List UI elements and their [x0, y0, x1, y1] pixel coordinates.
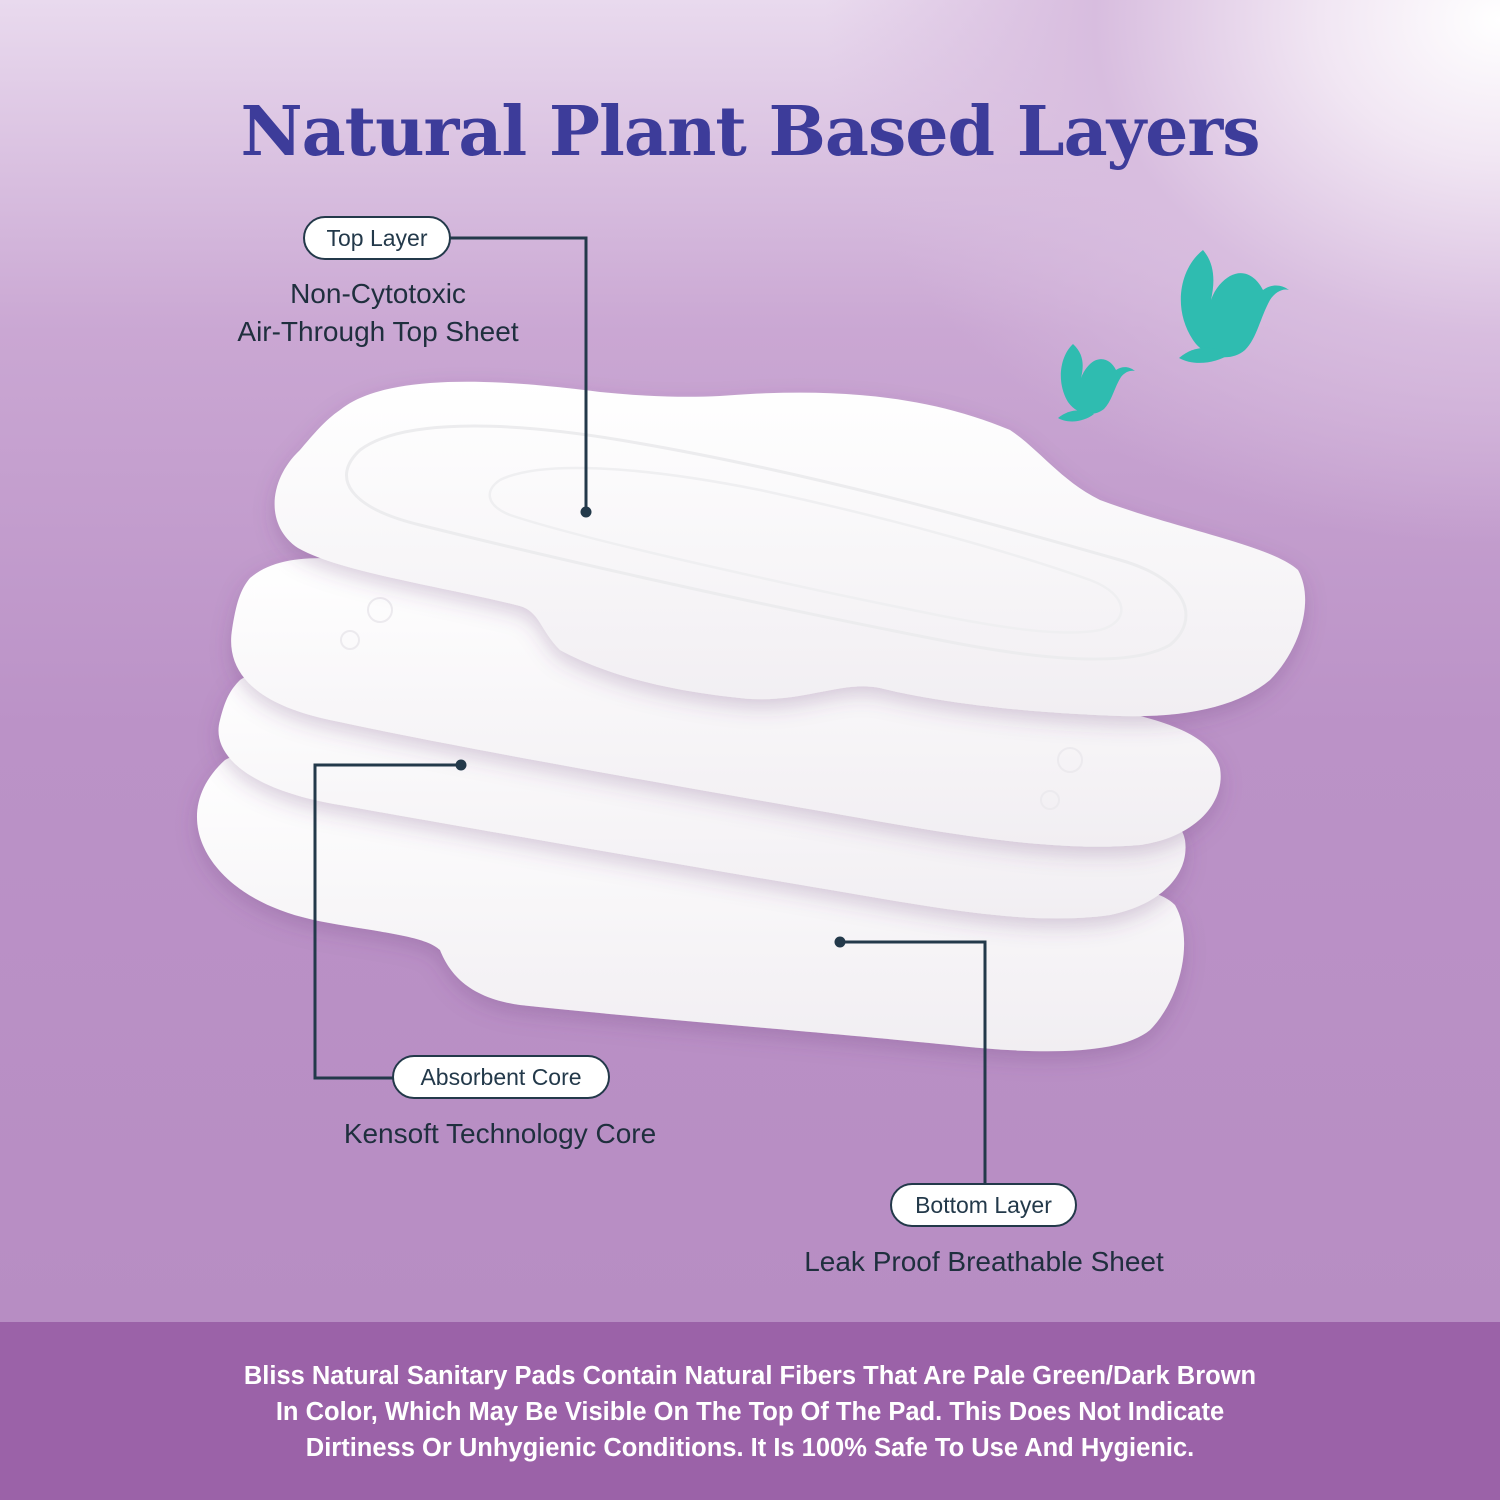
top-layer-dot: [580, 506, 592, 518]
disclaimer-text: Bliss Natural Sanitary Pads Contain Natu…: [100, 1358, 1400, 1466]
footer-band: [0, 1322, 1500, 1500]
core-leader-line: [313, 763, 461, 1080]
top-layer-leader-line: [448, 236, 588, 512]
top-layer-description: Non-Cytotoxic Air-Through Top Sheet: [180, 275, 576, 351]
page-title: Natural Plant Based Layers: [240, 92, 1260, 172]
disclaimer-line1: Bliss Natural Sanitary Pads Contain Natu…: [243, 1362, 1257, 1390]
bottom-layer-dot: [834, 936, 846, 948]
top-layer-inner-channel: [488, 466, 1123, 634]
top-layer-channel: [345, 424, 1188, 661]
top-layer-label: Top Layer: [303, 216, 451, 260]
middle-layer-sheet: [231, 558, 1221, 847]
bottom-layer-sheet: [196, 749, 1185, 1052]
disclaimer-line3: Dirtiness Or Unhygienic Conditions. It I…: [305, 1434, 1195, 1462]
top-layer-desc-line1: Non-Cytotoxic: [290, 278, 466, 309]
embossed-flowers: [340, 597, 1083, 810]
top-layer-desc-line2: Air-Through Top Sheet: [237, 316, 519, 347]
disclaimer-line2: In Color, Which May Be Visible On The To…: [275, 1398, 1225, 1426]
pad-illustration: [196, 236, 1306, 1186]
bottom-layer-label: Bottom Layer: [890, 1183, 1077, 1227]
absorbent-core-description: Kensoft Technology Core: [343, 1118, 657, 1149]
core-dot: [455, 759, 467, 771]
absorbent-core-label: Absorbent Core: [392, 1055, 610, 1099]
bottom-leader-line: [840, 940, 987, 1186]
bird-icon: [1179, 250, 1289, 363]
bottom-layer-description: Leak Proof Breathable Sheet: [804, 1246, 1164, 1277]
bird-icon: [1058, 344, 1135, 422]
